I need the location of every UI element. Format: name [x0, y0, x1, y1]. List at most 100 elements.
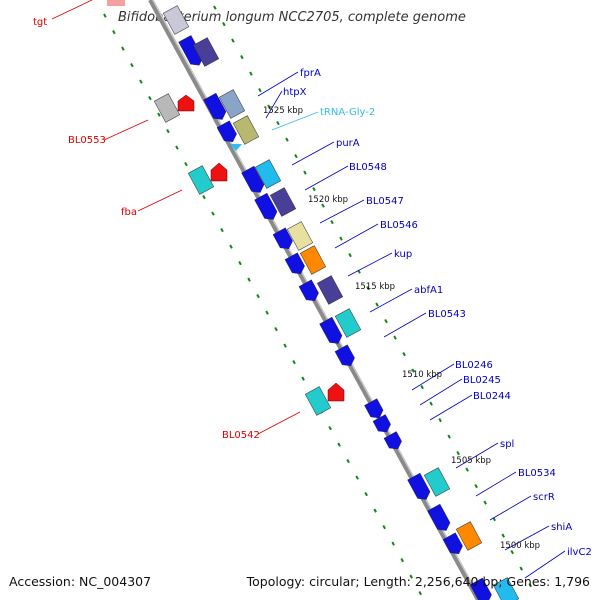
forward-gene-arrow — [407, 472, 431, 500]
gene-label[interactable]: BL0548 — [349, 162, 387, 173]
callout-line — [103, 119, 149, 141]
gc-dash — [229, 244, 233, 249]
gc-dash — [240, 55, 244, 60]
gc-dash — [400, 558, 404, 563]
gene-label[interactable]: BL0245 — [463, 375, 501, 386]
scale-label: 1515 kbp — [355, 282, 395, 292]
map-title: Bifidobacterium longum NCC2705, complete… — [118, 10, 466, 25]
gc-dash — [276, 121, 280, 126]
gene-box-feature — [162, 5, 190, 35]
forward-gene-arrow — [272, 227, 293, 250]
gc-dash — [409, 574, 413, 579]
gc-dash — [247, 277, 251, 282]
forward-gene-arrow — [442, 532, 463, 555]
forward-gene-arrow — [254, 192, 278, 220]
gene-label[interactable]: spl — [500, 439, 514, 450]
gene-box-feature — [286, 221, 314, 251]
gc-content-track — [103, 13, 422, 596]
scale-label: 1525 kbp — [263, 106, 303, 116]
forward-gene-arrow — [383, 431, 402, 450]
gene-label[interactable]: BL0547 — [366, 196, 404, 207]
callout-line — [51, 0, 93, 20]
gene-label[interactable]: BL0244 — [473, 391, 511, 402]
gene-box — [316, 275, 344, 305]
forward-gene-arrow — [216, 120, 237, 143]
gene-box-feature — [218, 89, 246, 119]
forward-gene-arrow — [298, 279, 319, 302]
callout-line — [524, 550, 566, 579]
gc-dash — [391, 541, 395, 546]
gene-box — [492, 577, 520, 600]
gc-dash — [337, 442, 341, 447]
gene-box — [455, 521, 483, 551]
gene-box-feature — [254, 159, 282, 189]
gc-dash — [438, 418, 442, 423]
gene-arrow-body — [272, 227, 293, 250]
gene-label[interactable]: BL0543 — [428, 309, 466, 320]
gc-dash — [301, 376, 305, 381]
gene-arrow-body — [334, 344, 355, 367]
gene-label[interactable]: scrR — [533, 492, 555, 503]
reverse-gene-arrow — [177, 94, 195, 112]
gc-dash — [267, 104, 271, 109]
gene-label-lines — [51, 0, 566, 579]
gene-box-feature — [107, 0, 125, 6]
gene-box — [286, 221, 314, 251]
gene-label[interactable]: shiA — [551, 522, 572, 533]
gene-label[interactable]: BL0246 — [455, 360, 493, 371]
gene-label[interactable]: fba — [121, 207, 137, 218]
topology-text: Topology: circular; Length: 2,256,640 bp… — [246, 574, 590, 589]
gc-dash — [375, 302, 379, 307]
gene-label[interactable]: htpX — [283, 87, 307, 98]
gene-label[interactable]: BL0546 — [380, 220, 418, 231]
callout-line — [304, 165, 349, 191]
gc-dash — [112, 30, 116, 35]
gene-label[interactable]: ilvC2 — [567, 547, 592, 558]
gc-dash — [501, 533, 505, 538]
gene-arrow-body — [383, 431, 402, 450]
gene-label[interactable]: tgt — [33, 17, 47, 28]
gc-dash — [411, 368, 415, 373]
gene-arrow-body — [254, 192, 278, 220]
gc-dash — [510, 550, 514, 555]
gene-box — [232, 115, 260, 145]
callout-line — [475, 471, 517, 497]
gc-dash — [139, 79, 143, 84]
gene-label[interactable]: fprA — [300, 68, 321, 79]
gc-dash — [312, 187, 316, 192]
gene-label[interactable]: purA — [336, 138, 360, 149]
gc-dash — [238, 261, 242, 266]
gene-label[interactable]: BL0542 — [222, 430, 260, 441]
gene-box — [299, 245, 327, 275]
gc-dash — [402, 352, 406, 357]
gene-label[interactable]: BL0553 — [68, 135, 106, 146]
callout-line — [369, 288, 413, 313]
gc-dash — [285, 137, 289, 142]
reverse-gene-arrow — [327, 382, 345, 402]
gene-arrow-body — [407, 472, 431, 500]
gc-dash — [283, 343, 287, 348]
gene-box — [187, 165, 215, 195]
gene-box — [162, 5, 190, 35]
gc-dash — [265, 310, 269, 315]
gene-arrow-body — [364, 398, 384, 419]
reverse-gene-arrow — [210, 162, 228, 182]
callout-line — [347, 252, 393, 277]
callout-line — [319, 199, 365, 224]
gc-dash — [384, 319, 388, 324]
gene-label[interactable]: BL0534 — [518, 468, 556, 479]
gc-dash — [465, 467, 469, 472]
gc-dash — [202, 195, 206, 200]
gene-label[interactable]: abfA1 — [414, 285, 443, 296]
gene-box — [269, 187, 297, 217]
gc-dash — [211, 211, 215, 216]
gene-label[interactable]: kup — [394, 249, 412, 260]
gc-dash — [483, 500, 487, 505]
trna-label[interactable]: tRNA-Gly-2 — [320, 107, 375, 118]
gc-dash — [346, 459, 350, 464]
gc-dash — [339, 236, 343, 241]
callout-line — [271, 111, 319, 131]
scale-label: 1505 kbp — [451, 456, 491, 466]
gc-dash — [103, 13, 107, 18]
gc-dash — [213, 5, 217, 10]
